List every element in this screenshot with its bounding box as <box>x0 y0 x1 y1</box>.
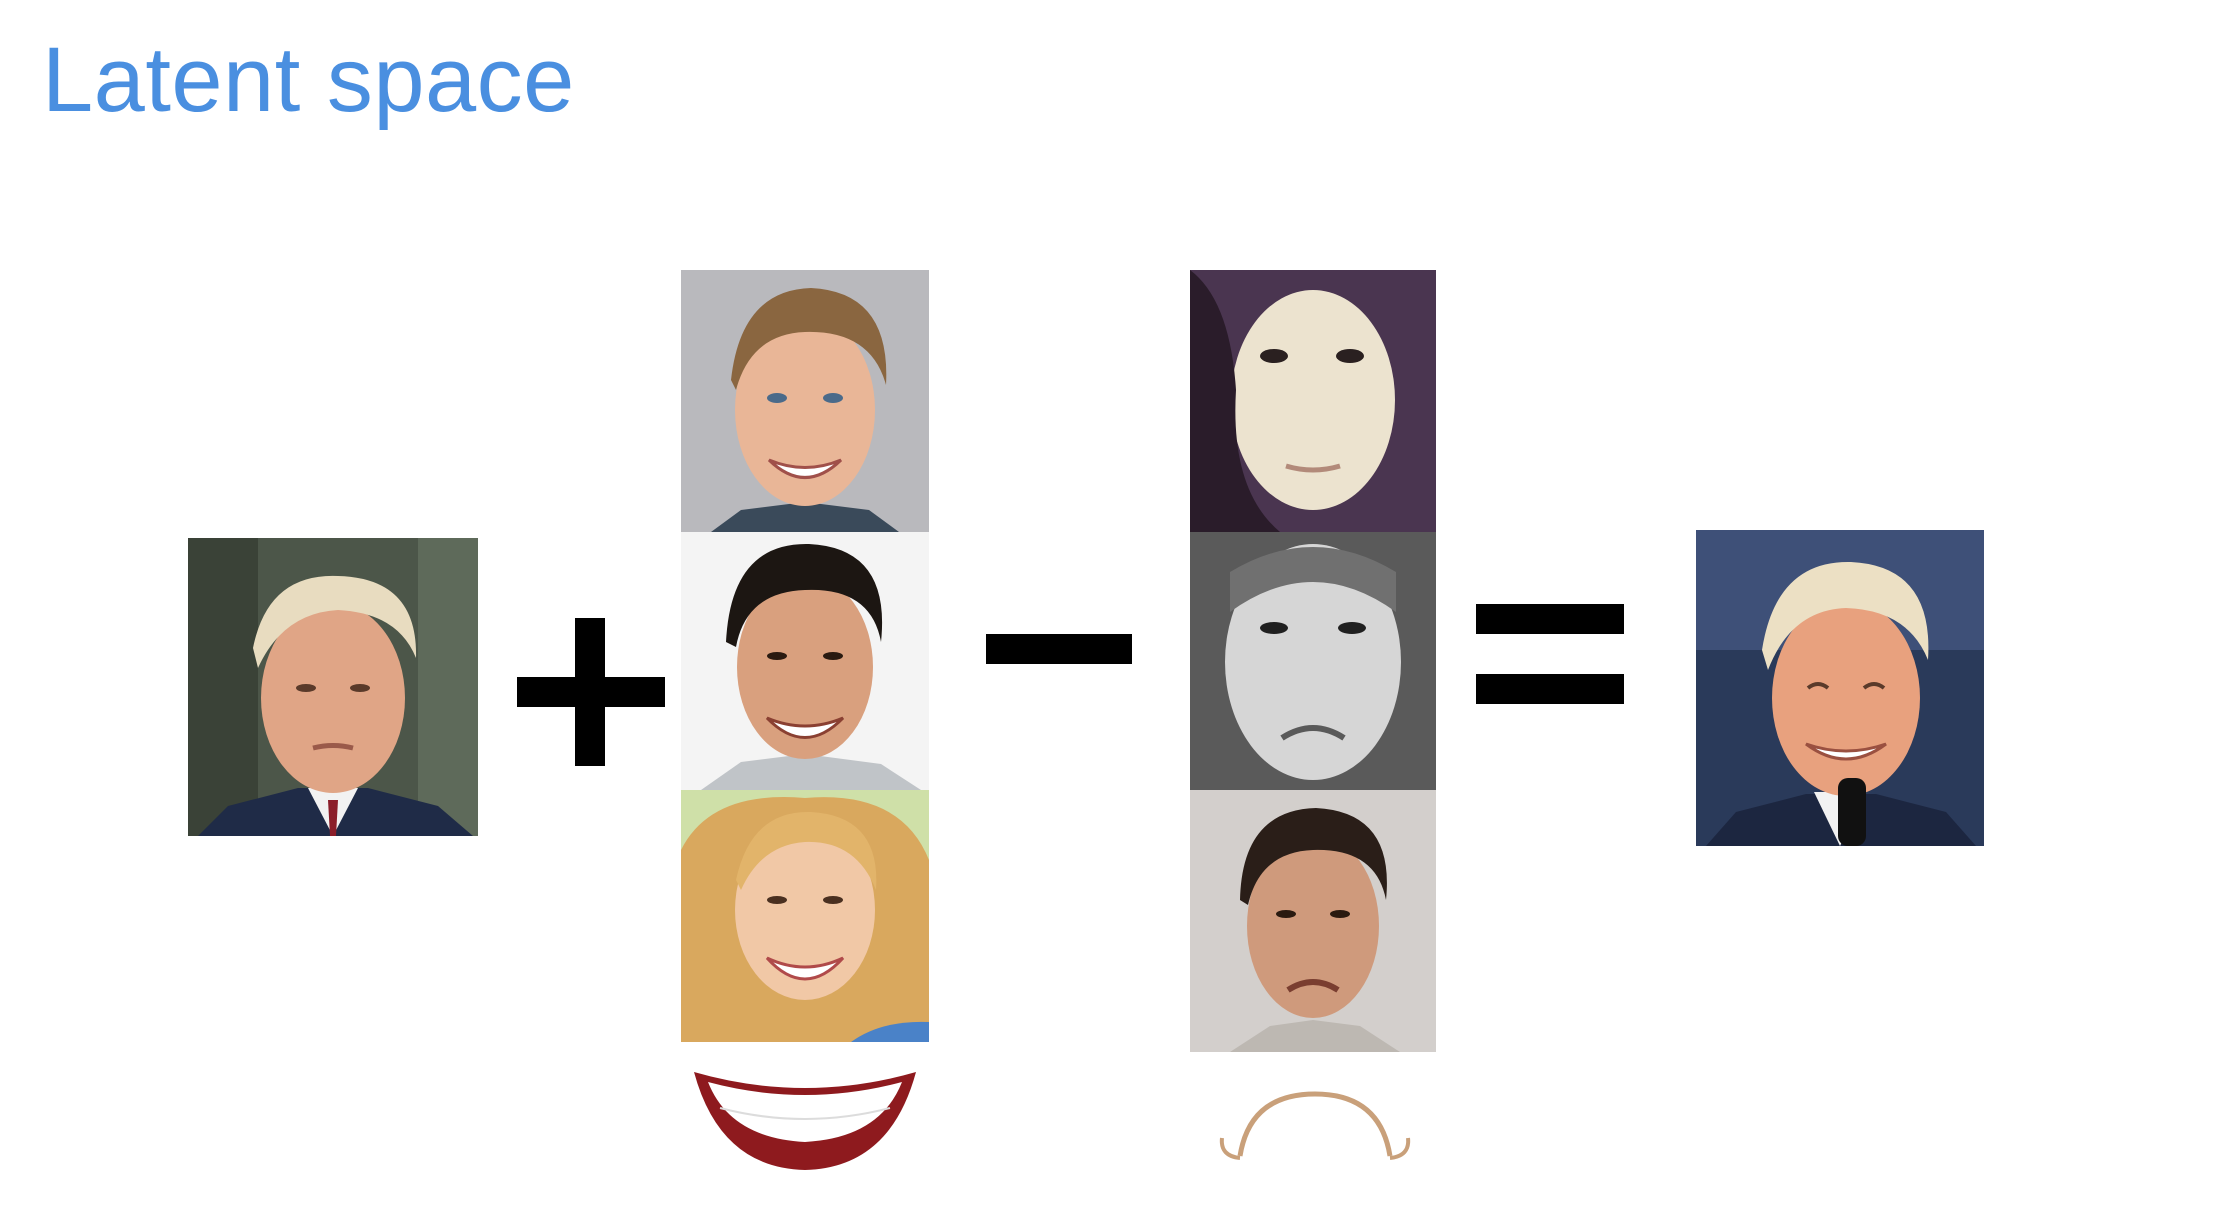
minus-face-neutral-woman <box>1190 270 1436 532</box>
plus-face-smiling-man-2 <box>681 532 929 790</box>
minus-face-frowning-girl <box>1190 532 1436 790</box>
plus-face-smiling-man-1 <box>681 270 929 532</box>
slide-title: Latent space <box>42 29 575 131</box>
plus-face-smiling-woman <box>681 790 929 1042</box>
smile-lips-icon <box>690 1068 920 1172</box>
minus-operator <box>986 634 1132 664</box>
result-face-smiling <box>1696 530 1984 846</box>
frown-curve-icon <box>1210 1086 1420 1166</box>
input-face-neutral <box>188 538 478 836</box>
minus-face-sad-man <box>1190 790 1436 1052</box>
